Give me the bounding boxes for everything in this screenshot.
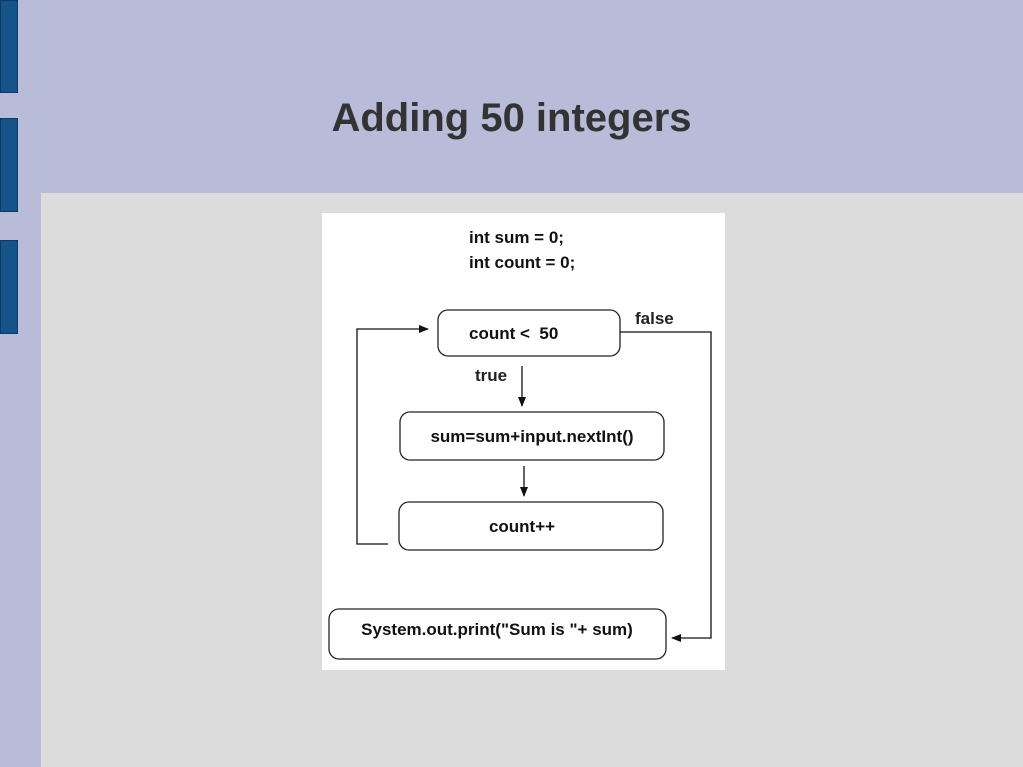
body-step-text: sum=sum+input.nextInt() [430, 427, 633, 446]
increment-step-box [398, 501, 664, 551]
increment-step-text: count++ [489, 517, 555, 536]
init-line-sum: int sum = 0; [469, 228, 564, 247]
side-tab-3 [0, 240, 18, 334]
init-line-count: int count = 0; [469, 253, 575, 272]
slide-title: Adding 50 integers [331, 96, 692, 140]
condition-box [437, 309, 621, 357]
false-edge [620, 331, 712, 642]
output-step-text: System.out.print("Sum is "+ sum) [361, 620, 633, 639]
condition-text: count < 50 [469, 324, 558, 343]
flowchart-diagram: int sum = 0; int count = 0; count < 50 f… [322, 213, 725, 670]
flowchart-svg: int sum = 0; int count = 0; count < 50 f… [328, 228, 712, 660]
false-label: false [635, 309, 674, 328]
body-step-box [399, 411, 665, 461]
side-tab-2 [0, 118, 18, 212]
true-label: true [475, 366, 507, 385]
side-tab-1 [0, 0, 18, 93]
loop-back-edge [356, 325, 429, 545]
output-step-box [328, 608, 667, 660]
